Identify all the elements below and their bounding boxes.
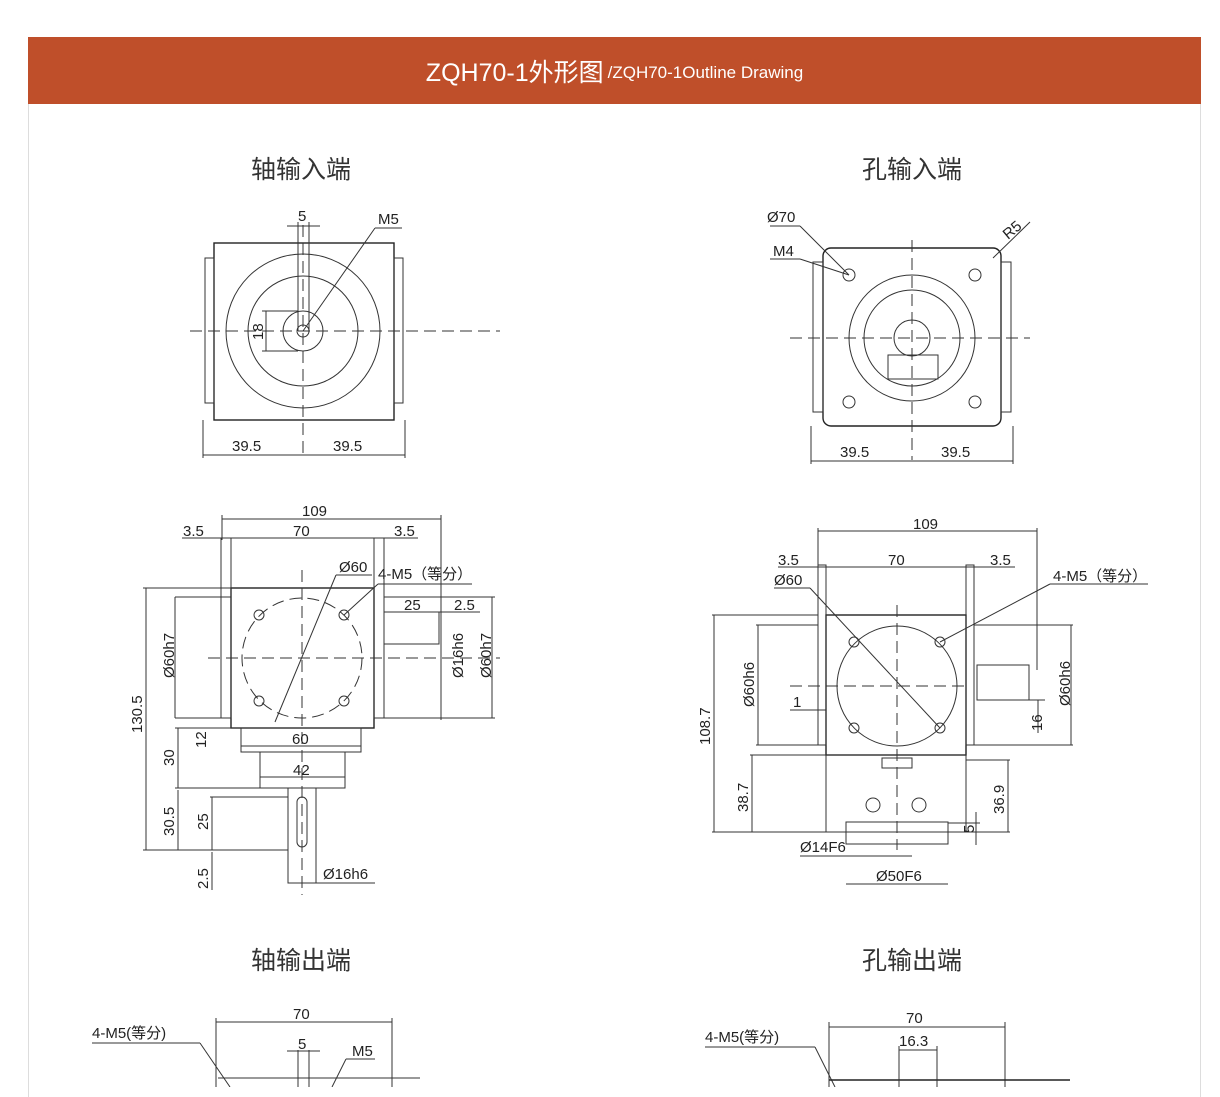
dim-key: 16.3	[899, 1033, 928, 1050]
label-radius: R5	[1000, 218, 1026, 243]
label-holes: 4-M5(等分)	[705, 1028, 779, 1046]
dim-flange-left: 3.5	[778, 552, 799, 569]
shaft-input-top-view: 5 M5 18 39.5 39.5	[190, 208, 500, 458]
dim-total: 109	[913, 516, 938, 533]
dim-key-length: 25	[195, 813, 212, 830]
dim-flange-right: 3.5	[990, 552, 1011, 569]
dim-output-height: 30.5	[161, 807, 178, 836]
dim-base-height: 38.7	[735, 783, 752, 812]
dim-spigot: Ø50F6	[876, 868, 922, 885]
label-pcd: Ø60	[339, 559, 367, 576]
header-title: ZQH70-1外形图	[425, 58, 604, 87]
dim-pilot-left: Ø60h7	[161, 633, 178, 678]
dim-key-width: 5	[298, 208, 306, 225]
dim-pilot-left: Ø60h6	[741, 662, 758, 707]
dim-body: 70	[888, 552, 905, 569]
dim-pilot-right: Ø60h6	[1057, 661, 1074, 706]
label-pcd: Ø70	[767, 209, 795, 226]
dim-total: 109	[302, 503, 327, 520]
shaft-output-view: 4-M5(等分) 70 5 M5	[92, 1006, 420, 1087]
dim-body: 70	[293, 523, 310, 540]
section-title-shaft-output: 轴输出端	[251, 946, 352, 975]
section-title-hole-output: 孔输出端	[862, 946, 963, 975]
dim-pilot-right: Ø60h7	[478, 633, 495, 678]
section-title-hole-input: 孔输入端	[862, 155, 963, 184]
header-bar: ZQH70-1外形图 /ZQH70-1Outline Drawing	[28, 37, 1201, 104]
dim-right: 39.5	[941, 444, 970, 461]
dim-height: 130.5	[129, 695, 146, 733]
dim-offset: 1	[793, 694, 801, 711]
dim-shaft-offset: 2.5	[454, 597, 475, 614]
label-holes: 4-M5（等分）	[1053, 567, 1147, 585]
page-frame	[28, 37, 1201, 1097]
label-holes: 4-M5（等分）	[378, 565, 472, 583]
dim-neck-width: 42	[293, 762, 310, 779]
dim-bore: Ø14F6	[800, 839, 846, 856]
dim-base-height-2: 36.9	[991, 785, 1008, 814]
shaft-input-front-view: 109 3.5 70 3.5 Ø60 4-M5（等分） 25 2.5 Ø60h7…	[129, 503, 500, 895]
dim-shaft-length: 25	[404, 597, 421, 614]
hole-input-top-view: Ø70 M4 R5 39.5 39.5	[767, 209, 1031, 464]
hole-output-view: 4-M5(等分) 70 16.3	[705, 1010, 1070, 1087]
dim-left: 39.5	[232, 438, 261, 455]
dim-width: 70	[906, 1010, 923, 1027]
mounting-hole-icons	[842, 268, 982, 409]
dim-key: 5	[298, 1036, 306, 1053]
dim-base-width: 60	[292, 731, 309, 748]
hole-input-front-view: 109 3.5 70 3.5 Ø60 4-M5（等分） Ø60h6 1 108.…	[697, 516, 1148, 885]
label-thread: M4	[773, 243, 794, 260]
label-pcd: Ø60	[774, 572, 802, 589]
dim-flange-left: 3.5	[183, 523, 204, 540]
dim-base-height: 30	[161, 749, 178, 766]
section-title-shaft-input: 轴输入端	[251, 155, 352, 184]
dim-shaft-height: 16	[1029, 714, 1046, 731]
dim-left: 39.5	[840, 444, 869, 461]
dim-flange-right: 3.5	[394, 523, 415, 540]
dim-right: 39.5	[333, 438, 362, 455]
dim-key-offset: 2.5	[195, 868, 212, 889]
dim-width: 70	[293, 1006, 310, 1023]
dim-step: 12	[193, 731, 210, 748]
dim-output-diameter: Ø16h6	[323, 866, 368, 883]
label-holes: 4-M5(等分)	[92, 1024, 166, 1042]
label-thread: M5	[352, 1043, 373, 1060]
header-subtitle: /ZQH70-1Outline Drawing	[607, 62, 804, 82]
dim-height: 108.7	[697, 707, 714, 745]
dim-step: 5	[961, 825, 978, 833]
label-thread: M5	[378, 211, 399, 228]
dim-shaft-diameter: Ø16h6	[450, 633, 467, 678]
dim-height: 18	[250, 323, 267, 340]
